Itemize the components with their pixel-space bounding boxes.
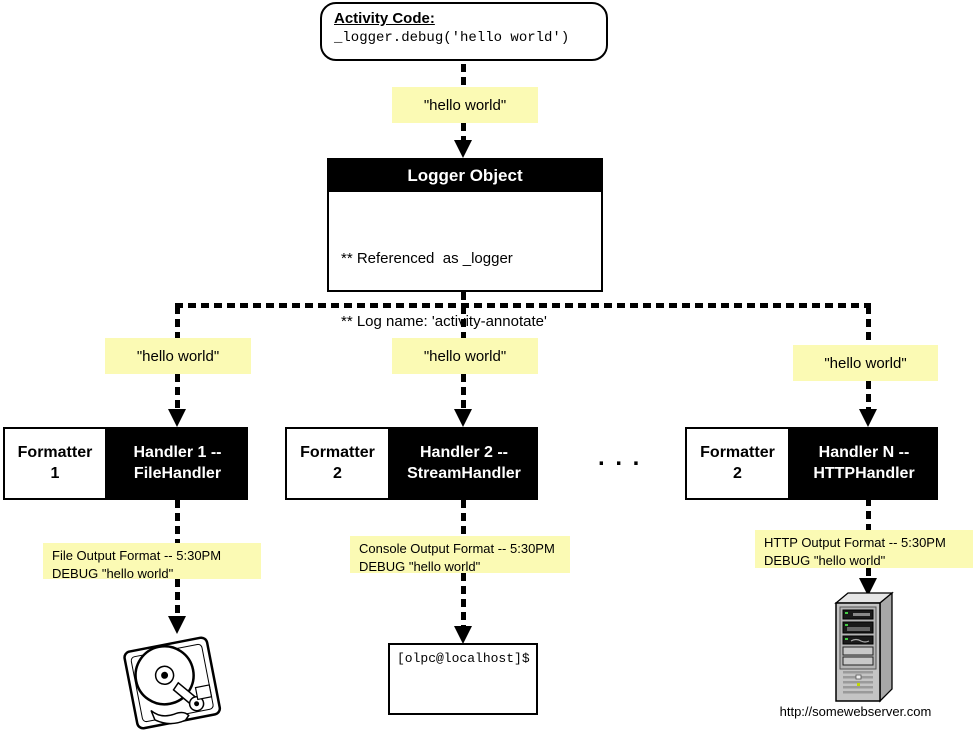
connector-branch-left-1 bbox=[175, 306, 180, 338]
server-caption: http://somewebserver.com bbox=[779, 704, 932, 719]
arrowhead-into-logger bbox=[454, 140, 472, 158]
activity-code-title: Activity Code: bbox=[334, 10, 435, 27]
connector-branch-horizontal bbox=[175, 303, 871, 308]
activity-code-snippet: _logger.debug('hello world') bbox=[334, 30, 570, 46]
terminal-box: [olpc@localhost]$ bbox=[388, 643, 538, 715]
disk-drive-icon bbox=[116, 634, 228, 731]
arrowhead-into-terminal bbox=[454, 626, 472, 644]
formatterN-number: 2 bbox=[733, 464, 742, 482]
connector-handler2-out-1 bbox=[461, 500, 466, 536]
file-output-note-line2: DEBUG "hello world" bbox=[52, 565, 174, 581]
connector-handlerN-out-2 bbox=[866, 568, 871, 578]
logger-object-title: Logger Object bbox=[329, 160, 601, 192]
handler2-type: StreamHandler bbox=[407, 464, 521, 482]
message-label-right: "hello world" bbox=[793, 345, 938, 381]
formatter2-number: 2 bbox=[333, 464, 342, 482]
message-label-center: "hello world" bbox=[392, 338, 538, 374]
arrowhead-into-server bbox=[859, 578, 877, 596]
handler2-box: Handler 2 -- StreamHandler bbox=[390, 427, 538, 500]
handler2-label: Handler 2 -- bbox=[419, 443, 508, 461]
connector-branch-center-2 bbox=[461, 374, 466, 410]
logger-object-box: Logger Object ** Referenced as _logger *… bbox=[327, 158, 603, 330]
formatter1-box: Formatter 1 bbox=[3, 427, 107, 500]
arrowhead-into-disk bbox=[168, 616, 186, 634]
server-tower-icon bbox=[833, 591, 895, 704]
connector-activity-to-logger-2 bbox=[461, 123, 466, 141]
formatter2-box: Formatter 2 bbox=[285, 427, 390, 500]
handlerN-type: HTTPHandler bbox=[813, 464, 915, 482]
handlerN-label: Handler N -- bbox=[818, 443, 910, 461]
logger-note-referenced: ** Referenced as _logger bbox=[341, 250, 513, 267]
formatter1-label: Formatter bbox=[17, 443, 93, 461]
file-output-note-line1: File Output Format -- 5:30PM bbox=[52, 548, 222, 563]
connector-branch-left-2 bbox=[175, 374, 180, 410]
message-text: "hello world" bbox=[824, 354, 907, 372]
connector-handlerN-out-1 bbox=[866, 498, 871, 530]
connector-branch-right-1 bbox=[866, 306, 871, 345]
message-label-left: "hello world" bbox=[105, 338, 251, 374]
handler1-type: FileHandler bbox=[133, 464, 222, 482]
handler1-label: Handler 1 -- bbox=[133, 443, 222, 461]
console-output-note-line2: DEBUG "hello world" bbox=[359, 558, 481, 574]
arrowhead-into-handlerN bbox=[859, 409, 877, 427]
message-text: "hello world" bbox=[136, 347, 220, 365]
terminal-prompt: [olpc@localhost]$ bbox=[397, 651, 530, 666]
http-output-note-line1: HTTP Output Format -- 5:30PM bbox=[764, 535, 946, 550]
connector-handler1-out-2 bbox=[175, 579, 180, 616]
message-label-top: "hello world" bbox=[392, 87, 538, 123]
handlerN-box: Handler N -- HTTPHandler bbox=[790, 427, 938, 500]
connector-activity-to-logger bbox=[461, 64, 466, 87]
formatter1-number: 1 bbox=[50, 464, 60, 482]
arrowhead-into-handler1 bbox=[168, 409, 186, 427]
formatterN-label: Formatter bbox=[700, 443, 775, 461]
http-output-note: HTTP Output Format -- 5:30PM DEBUG "hell… bbox=[755, 530, 973, 568]
file-output-note: File Output Format -- 5:30PM DEBUG "hell… bbox=[43, 543, 261, 581]
connector-handler2-out-2 bbox=[461, 573, 466, 626]
more-handlers-ellipsis: . . . bbox=[598, 444, 642, 471]
formatterN-box: Formatter 2 bbox=[685, 427, 790, 500]
logger-note-logname: ** Log name: 'activity-annotate' bbox=[341, 313, 547, 330]
connector-handler1-out-1 bbox=[175, 500, 180, 543]
http-output-note-line2: DEBUG "hello world" bbox=[764, 552, 886, 568]
connector-branch-center-1 bbox=[461, 306, 466, 338]
message-text: "hello world" bbox=[423, 347, 507, 365]
arrowhead-into-handler2 bbox=[454, 409, 472, 427]
formatter2-label: Formatter bbox=[300, 443, 375, 461]
console-output-note-line1: Console Output Format -- 5:30PM bbox=[359, 541, 555, 556]
console-output-note: Console Output Format -- 5:30PM DEBUG "h… bbox=[350, 536, 570, 574]
connector-branch-right-2 bbox=[866, 381, 871, 410]
message-text: "hello world" bbox=[423, 96, 507, 114]
handler1-box: Handler 1 -- FileHandler bbox=[107, 427, 248, 500]
activity-code-box: Activity Code: _logger.debug('hello worl… bbox=[320, 2, 608, 61]
logger-object-notes: ** Referenced as _logger ** Log name: 'a… bbox=[329, 192, 601, 374]
connector-logger-stub bbox=[461, 292, 466, 305]
